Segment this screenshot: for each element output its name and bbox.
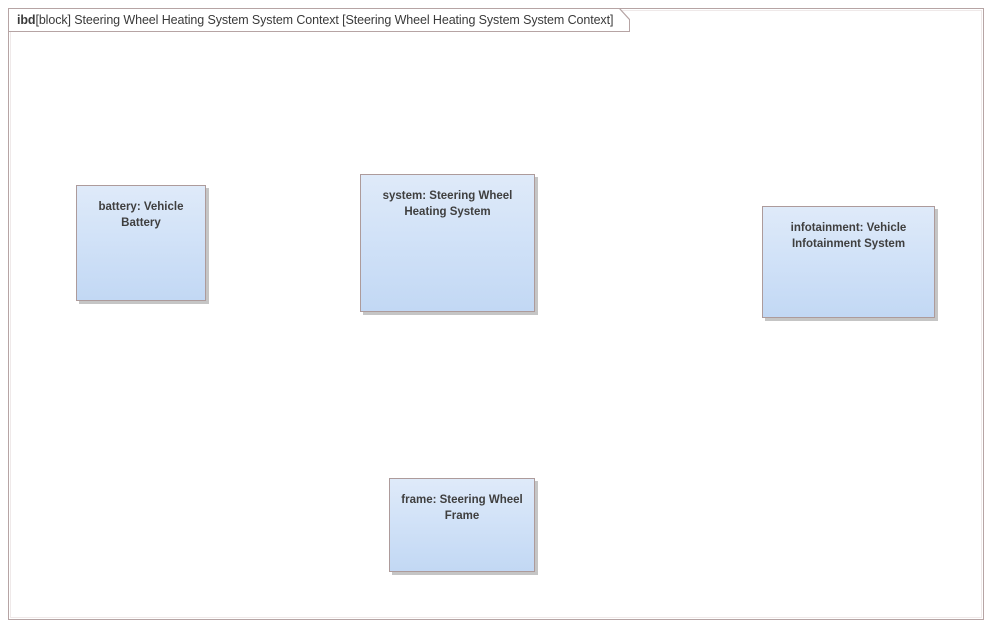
part-battery[interactable]: battery: Vehicle Battery <box>76 185 206 301</box>
part-system-label: system: Steering Wheel Heating System <box>382 190 513 218</box>
diagram-header-banner[interactable]: ibd[block] Steering Wheel Heating System… <box>8 8 630 32</box>
diagram-header-text: ibd[block] Steering Wheel Heating System… <box>17 8 613 32</box>
part-frame-label: frame: Steering Wheel Frame <box>401 494 523 522</box>
part-battery-label: battery: Vehicle Battery <box>98 201 184 229</box>
diagram-qualified-label: [Steering Wheel Heating System System Co… <box>338 13 614 27</box>
diagram-stereotype-label: [block] <box>35 13 75 27</box>
part-infotainment-label: infotainment: Vehicle Infotainment Syste… <box>790 222 907 250</box>
part-frame[interactable]: frame: Steering Wheel Frame <box>389 478 535 572</box>
part-system[interactable]: system: Steering Wheel Heating System <box>360 174 535 312</box>
diagram-name-label: Steering Wheel Heating System System Con… <box>74 13 339 27</box>
part-infotainment[interactable]: infotainment: Vehicle Infotainment Syste… <box>762 206 935 318</box>
header-banner-shape <box>8 8 630 32</box>
diagram-kind-label: ibd <box>17 13 36 27</box>
